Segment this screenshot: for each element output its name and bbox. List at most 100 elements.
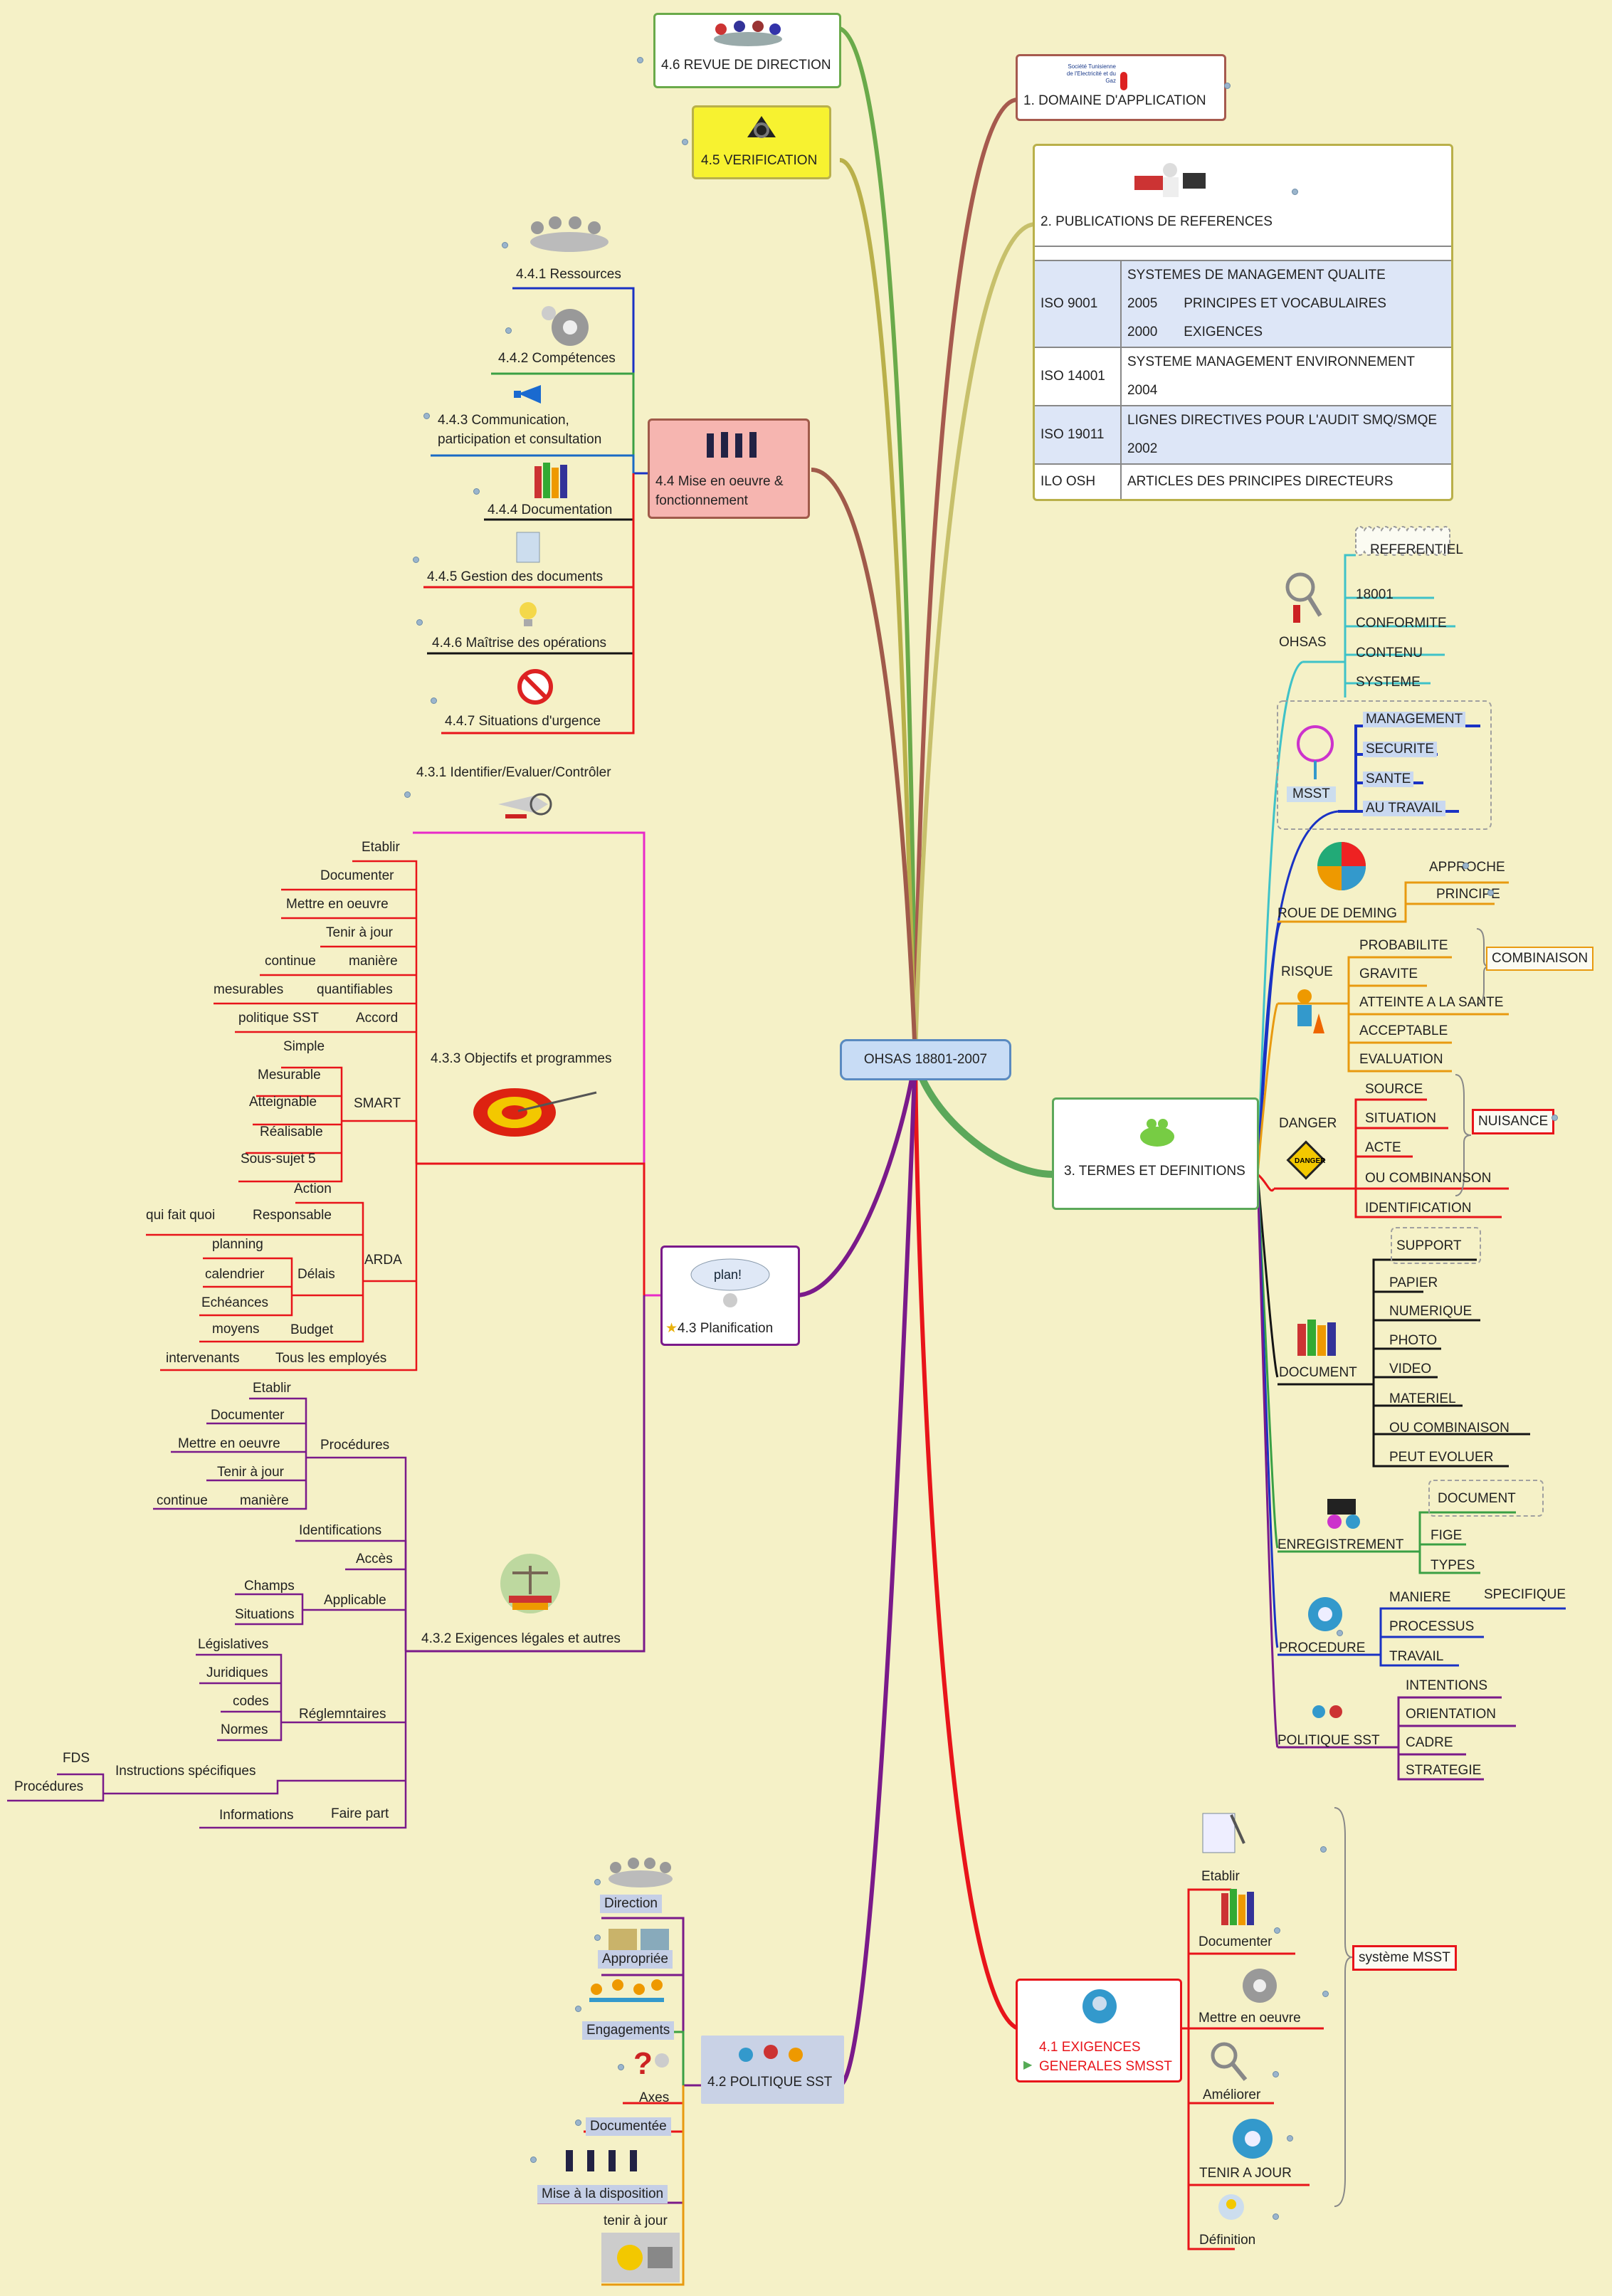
document-materiel[interactable]: MATERIEL (1389, 1391, 1456, 1406)
g433-soussujet[interactable]: Sous-sujet 5 (241, 1152, 316, 1167)
g433-quantifiables[interactable]: quantifiables (317, 982, 393, 997)
g433-mesurable[interactable]: Mesurable (258, 1068, 321, 1083)
topic-4-3-planification[interactable]: plan! ★4.3 Planification (660, 1246, 800, 1346)
g433-echeances[interactable]: Echéances (201, 1295, 269, 1310)
g432-reglementaires[interactable]: Réglemntaires (299, 1707, 386, 1722)
msst-management[interactable]: MANAGEMENT (1363, 712, 1466, 727)
g42-tenir-jour[interactable]: tenir à jour (604, 2213, 668, 2228)
g432-documenter[interactable]: Documenter (211, 1408, 285, 1423)
document-support[interactable]: SUPPORT (1396, 1238, 1462, 1253)
enreg-types[interactable]: TYPES (1431, 1558, 1475, 1573)
g433-tenir[interactable]: Tenir à jour (326, 925, 393, 940)
g433-tous[interactable]: Tous les employés (275, 1351, 387, 1366)
g41-systeme-msst-note[interactable]: système MSST (1352, 1945, 1457, 1971)
danger-situation[interactable]: SITUATION (1365, 1111, 1436, 1126)
ohsas-systeme[interactable]: SYSTEME (1356, 675, 1421, 690)
g433-planning[interactable]: planning (212, 1237, 263, 1252)
g432-maniere[interactable]: manière (240, 1493, 289, 1508)
document-combinaison[interactable]: OU COMBINAISON (1389, 1421, 1510, 1436)
g432-legislatives[interactable]: Législatives (198, 1637, 269, 1652)
g41-tenir[interactable]: TENIR A JOUR (1199, 2166, 1292, 2181)
g41-definition[interactable]: Définition (1199, 2233, 1256, 2248)
g432-tenir[interactable]: Tenir à jour (217, 1465, 284, 1480)
enreg-fige[interactable]: FIGE (1431, 1528, 1463, 1543)
g432-applicable[interactable]: Applicable (324, 1593, 386, 1608)
polsst-intentions[interactable]: INTENTIONS (1406, 1678, 1488, 1693)
g42-axes[interactable]: Axes (639, 2090, 670, 2105)
msst-securite[interactable]: SECURITE (1363, 742, 1438, 757)
enreg-label[interactable]: ENREGISTREMENT (1278, 1537, 1404, 1552)
g42-appropriee[interactable]: Appropriée (598, 1950, 673, 1969)
risque-acceptable[interactable]: ACCEPTABLE (1359, 1023, 1448, 1038)
msst-sante[interactable]: SANTE (1363, 772, 1414, 787)
topic-4-2-politique-sst[interactable]: 4.2 POLITIQUE SST (701, 2036, 844, 2104)
g44-communication[interactable]: 4.4.3 Communication, participation et co… (438, 413, 602, 447)
topic-1-domaine[interactable]: Société Tunisienne de l'Electricité et d… (1016, 54, 1226, 121)
g432-normes[interactable]: Normes (221, 1722, 268, 1737)
g432-procedures[interactable]: Procédures (320, 1438, 390, 1453)
danger-identification[interactable]: IDENTIFICATION (1365, 1201, 1472, 1216)
g44-maitrise-operations[interactable]: 4.4.6 Maîtrise des opérations (432, 636, 607, 651)
document-label[interactable]: DOCUMENT (1279, 1365, 1357, 1380)
s432-label[interactable]: 4.3.2 Exigences légales et autres (421, 1631, 621, 1646)
g433-delais[interactable]: Délais (297, 1267, 335, 1282)
g433-atteignable[interactable]: Atteignable (249, 1095, 317, 1110)
g432-mettre[interactable]: Mettre en oeuvre (178, 1436, 280, 1451)
proc-specifique[interactable]: SPECIFIQUE (1484, 1587, 1566, 1602)
polsst-cadre[interactable]: CADRE (1406, 1735, 1453, 1750)
topic-4-6-revue-direction[interactable]: 4.6 REVUE DE DIRECTION (653, 13, 841, 88)
danger-combinanson[interactable]: OU COMBINANSON (1365, 1171, 1492, 1186)
g433-responsable[interactable]: Responsable (253, 1208, 332, 1223)
ohsas-conformite[interactable]: CONFORMITE (1356, 616, 1447, 631)
g433-smart[interactable]: SMART (354, 1096, 401, 1111)
topic-4-4-mise-en-oeuvre[interactable]: 4.4 Mise en oeuvre & fonctionnement (648, 418, 810, 519)
document-video[interactable]: VIDEO (1389, 1362, 1432, 1376)
g433-realisable[interactable]: Réalisable (260, 1125, 323, 1139)
g433-mettre[interactable]: Mettre en oeuvre (286, 897, 389, 912)
g42-engagements[interactable]: Engagements (582, 2021, 675, 2040)
g432-fds[interactable]: FDS (63, 1751, 90, 1766)
ohsas-referentiel[interactable]: REFERENTIEL (1370, 542, 1463, 557)
risque-label[interactable]: RISQUE (1281, 964, 1333, 979)
ohsas-label[interactable]: OHSAS (1279, 635, 1327, 650)
g44-situations-urgence[interactable]: 4.4.7 Situations d'urgence (445, 714, 601, 729)
g44-documentation[interactable]: 4.4.4 Documentation (488, 502, 613, 517)
risque-combinaison-note[interactable]: COMBINAISON (1486, 947, 1594, 971)
risque-evaluation[interactable]: EVALUATION (1359, 1052, 1443, 1067)
document-numerique[interactable]: NUMERIQUE (1389, 1304, 1473, 1319)
g433-budget[interactable]: Budget (290, 1322, 334, 1337)
g433-arda[interactable]: ARDA (364, 1253, 402, 1268)
g432-faire[interactable]: Faire part (331, 1806, 389, 1821)
g433-documenter[interactable]: Documenter (320, 868, 394, 883)
g432-champs[interactable]: Champs (244, 1579, 295, 1594)
g433-maniere[interactable]: manière (349, 954, 398, 969)
g41-mettre[interactable]: Mettre en oeuvre (1199, 2011, 1301, 2026)
g432-juridiques[interactable]: Juridiques (206, 1665, 268, 1680)
g433-calendrier[interactable]: calendrier (205, 1267, 265, 1282)
polsst-label[interactable]: POLITIQUE SST (1278, 1733, 1380, 1748)
polsst-strategie[interactable]: STRATEGIE (1406, 1763, 1482, 1778)
g433-simple[interactable]: Simple (283, 1039, 325, 1054)
g44-competences[interactable]: 4.4.2 Compétences (498, 351, 616, 366)
g432-situations[interactable]: Situations (235, 1607, 295, 1622)
g433-intervenants[interactable]: intervenants (166, 1351, 240, 1366)
deming-principe[interactable]: PRINCIPE (1436, 887, 1500, 902)
proc-label[interactable]: PROCEDURE (1279, 1641, 1366, 1655)
g432-informations[interactable]: Informations (219, 1808, 294, 1823)
g42-documentee[interactable]: Documentée (586, 2117, 671, 2136)
g44-ressources[interactable]: 4.4.1 Ressources (516, 267, 621, 282)
s431-label[interactable]: 4.3.1 Identifier/Evaluer/Contrôler (416, 765, 611, 780)
document-peut-evoluer[interactable]: PEUT EVOLUER (1389, 1450, 1494, 1465)
g432-identifications[interactable]: Identifications (299, 1523, 382, 1538)
msst-au-travail[interactable]: AU TRAVAIL (1363, 801, 1445, 816)
ohsas-contenu[interactable]: CONTENU (1356, 646, 1423, 660)
ohsas-18001[interactable]: 18001 (1356, 587, 1394, 602)
risque-probabilite[interactable]: PROBABILITE (1359, 938, 1448, 953)
g42-direction[interactable]: Direction (600, 1895, 662, 1913)
g433-etablir[interactable]: Etablir (362, 840, 400, 855)
msst-label[interactable]: MSST (1287, 786, 1336, 802)
g432-instructions[interactable]: Instructions spécifiques (115, 1764, 256, 1779)
g433-politique[interactable]: politique SST (238, 1011, 320, 1026)
g433-mesurables[interactable]: mesurables (214, 982, 284, 997)
g42-mise-disposition[interactable]: Mise à la disposition (537, 2185, 668, 2203)
